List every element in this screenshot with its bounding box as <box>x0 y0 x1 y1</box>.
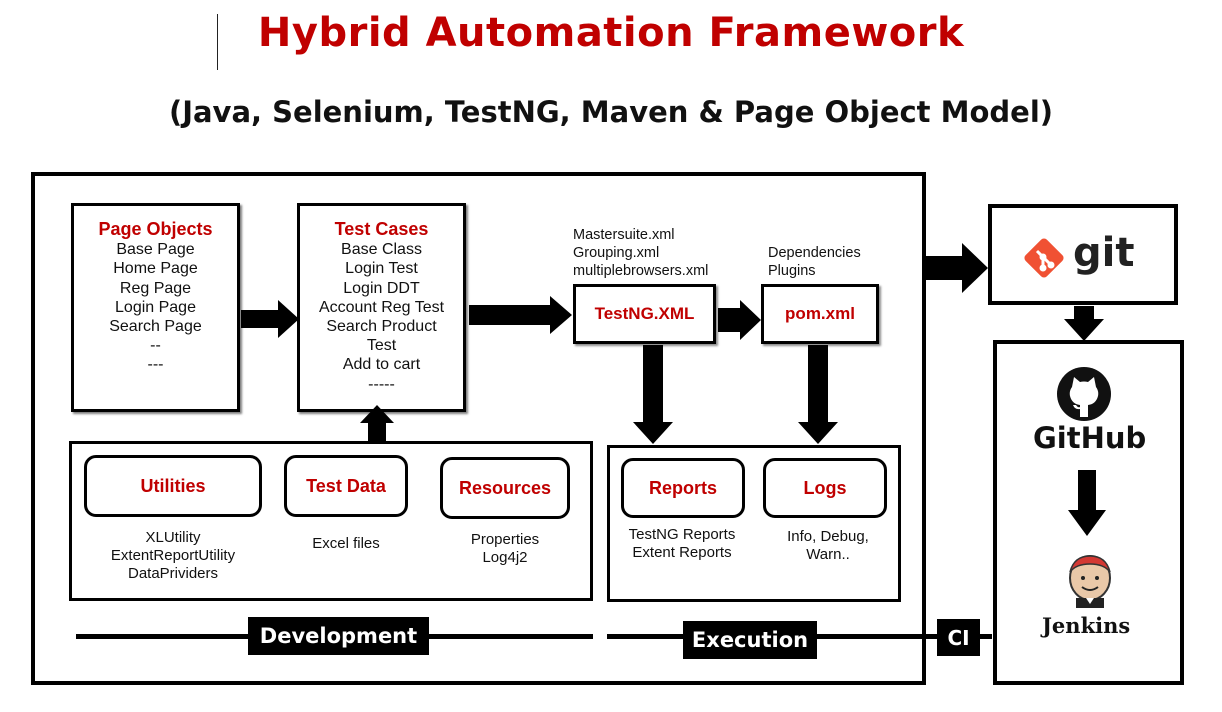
test-data-box: Test Data <box>284 455 408 517</box>
arrow-down-icon <box>1068 470 1106 536</box>
list-item: Login Test <box>345 260 418 278</box>
text-cursor <box>217 14 218 70</box>
testng-xml-box: TestNG.XML <box>573 284 716 344</box>
git-logo-icon <box>1024 238 1064 278</box>
list-item: Test <box>366 337 397 355</box>
detail-line: Warn.. <box>806 546 850 563</box>
list-item: --- <box>147 356 164 374</box>
ci-label: CI <box>937 619 980 656</box>
utilities-label: Utilities <box>140 475 206 496</box>
list-item: Search Product <box>326 318 437 336</box>
utilities-details: XLUtility ExtentReportUtility DataPrivid… <box>72 529 274 583</box>
github-octocat-icon <box>1057 367 1111 421</box>
testng-note: Mastersuite.xml <box>573 227 675 243</box>
page-objects-box: Page Objects Base Page Home Page Reg Pag… <box>71 203 240 412</box>
testng-notes: Mastersuite.xml Grouping.xml multiplebro… <box>573 226 743 280</box>
pom-xml-box: pom.xml <box>761 284 879 344</box>
list-item: Base Class <box>341 241 422 259</box>
list-item: Login Page <box>115 298 196 316</box>
testng-note: Grouping.xml <box>573 245 660 261</box>
detail-line: ExtentReportUtility <box>110 547 236 564</box>
list-item: Login DDT <box>343 279 420 297</box>
reports-box: Reports <box>621 458 745 518</box>
resources-label: Resources <box>458 477 552 498</box>
utilities-box: Utilities <box>84 455 262 517</box>
list-item: Add to cart <box>342 356 421 374</box>
detail-line: TestNG Reports <box>628 526 736 543</box>
logs-label: Logs <box>803 477 847 498</box>
page-title: Hybrid Automation Framework <box>257 10 965 56</box>
arrow-up-icon <box>360 405 394 441</box>
detail-line: Extent Reports <box>632 544 732 561</box>
resources-box: Resources <box>440 457 570 519</box>
arrow-down-icon <box>633 345 673 444</box>
detail-line: Excel files <box>312 535 380 552</box>
git-wordmark: git <box>1073 230 1135 276</box>
arrow-right-icon <box>718 300 761 340</box>
list-item: Home Page <box>113 260 198 278</box>
list-item: Reg Page <box>119 279 192 297</box>
list-item: Base Page <box>116 241 195 259</box>
detail-line: Log4j2 <box>482 549 528 566</box>
git-box <box>988 204 1178 305</box>
detail-line: DataPrividers <box>127 565 219 582</box>
github-wordmark: GitHub <box>1033 421 1147 455</box>
pom-xml-label: pom.xml <box>785 304 855 323</box>
ci-label-text: CI <box>947 625 970 650</box>
detail-line: Properties <box>470 531 540 548</box>
pom-notes: Dependencies Plugins <box>768 244 908 280</box>
pom-note: Dependencies <box>768 245 861 261</box>
list-item: ----- <box>368 375 395 393</box>
list-item: Search Page <box>109 318 202 336</box>
testng-note: multiplebrowsers.xml <box>573 263 709 279</box>
test-cases-box: Test Cases Base Class Login Test Login D… <box>297 203 466 412</box>
list-item: Account Reg Test <box>318 298 445 316</box>
development-label: Development <box>248 617 429 655</box>
resources-details: Properties Log4j2 <box>440 531 570 567</box>
arrow-down-icon <box>798 345 838 444</box>
arrow-right-icon <box>241 300 299 338</box>
arrow-right-icon <box>469 296 572 334</box>
detail-line: Info, Debug, <box>787 528 869 545</box>
arrow-down-icon <box>1064 306 1104 341</box>
execution-label-text: Execution <box>691 628 809 652</box>
test-data-details: Excel files <box>284 535 408 553</box>
testng-xml-label: TestNG.XML <box>594 304 695 323</box>
test-cases-heading: Test Cases <box>334 219 429 239</box>
reports-label: Reports <box>648 477 717 498</box>
pom-note: Plugins <box>768 263 816 279</box>
jenkins-butler-icon <box>1069 555 1111 608</box>
arrow-right-icon <box>924 243 988 293</box>
logs-box: Logs <box>763 458 887 518</box>
detail-line: XLUtility <box>145 529 201 546</box>
list-item: -- <box>150 337 161 355</box>
jenkins-wordmark: Jenkins <box>1042 613 1131 638</box>
page-subtitle: (Java, Selenium, TestNG, Maven & Page Ob… <box>168 95 1054 129</box>
test-data-label: Test Data <box>306 475 386 496</box>
reports-details: TestNG Reports Extent Reports <box>611 526 753 562</box>
page-objects-heading: Page Objects <box>98 219 213 239</box>
logs-details: Info, Debug, Warn.. <box>763 528 893 564</box>
development-label-text: Development <box>259 624 418 648</box>
execution-label: Execution <box>683 621 817 659</box>
